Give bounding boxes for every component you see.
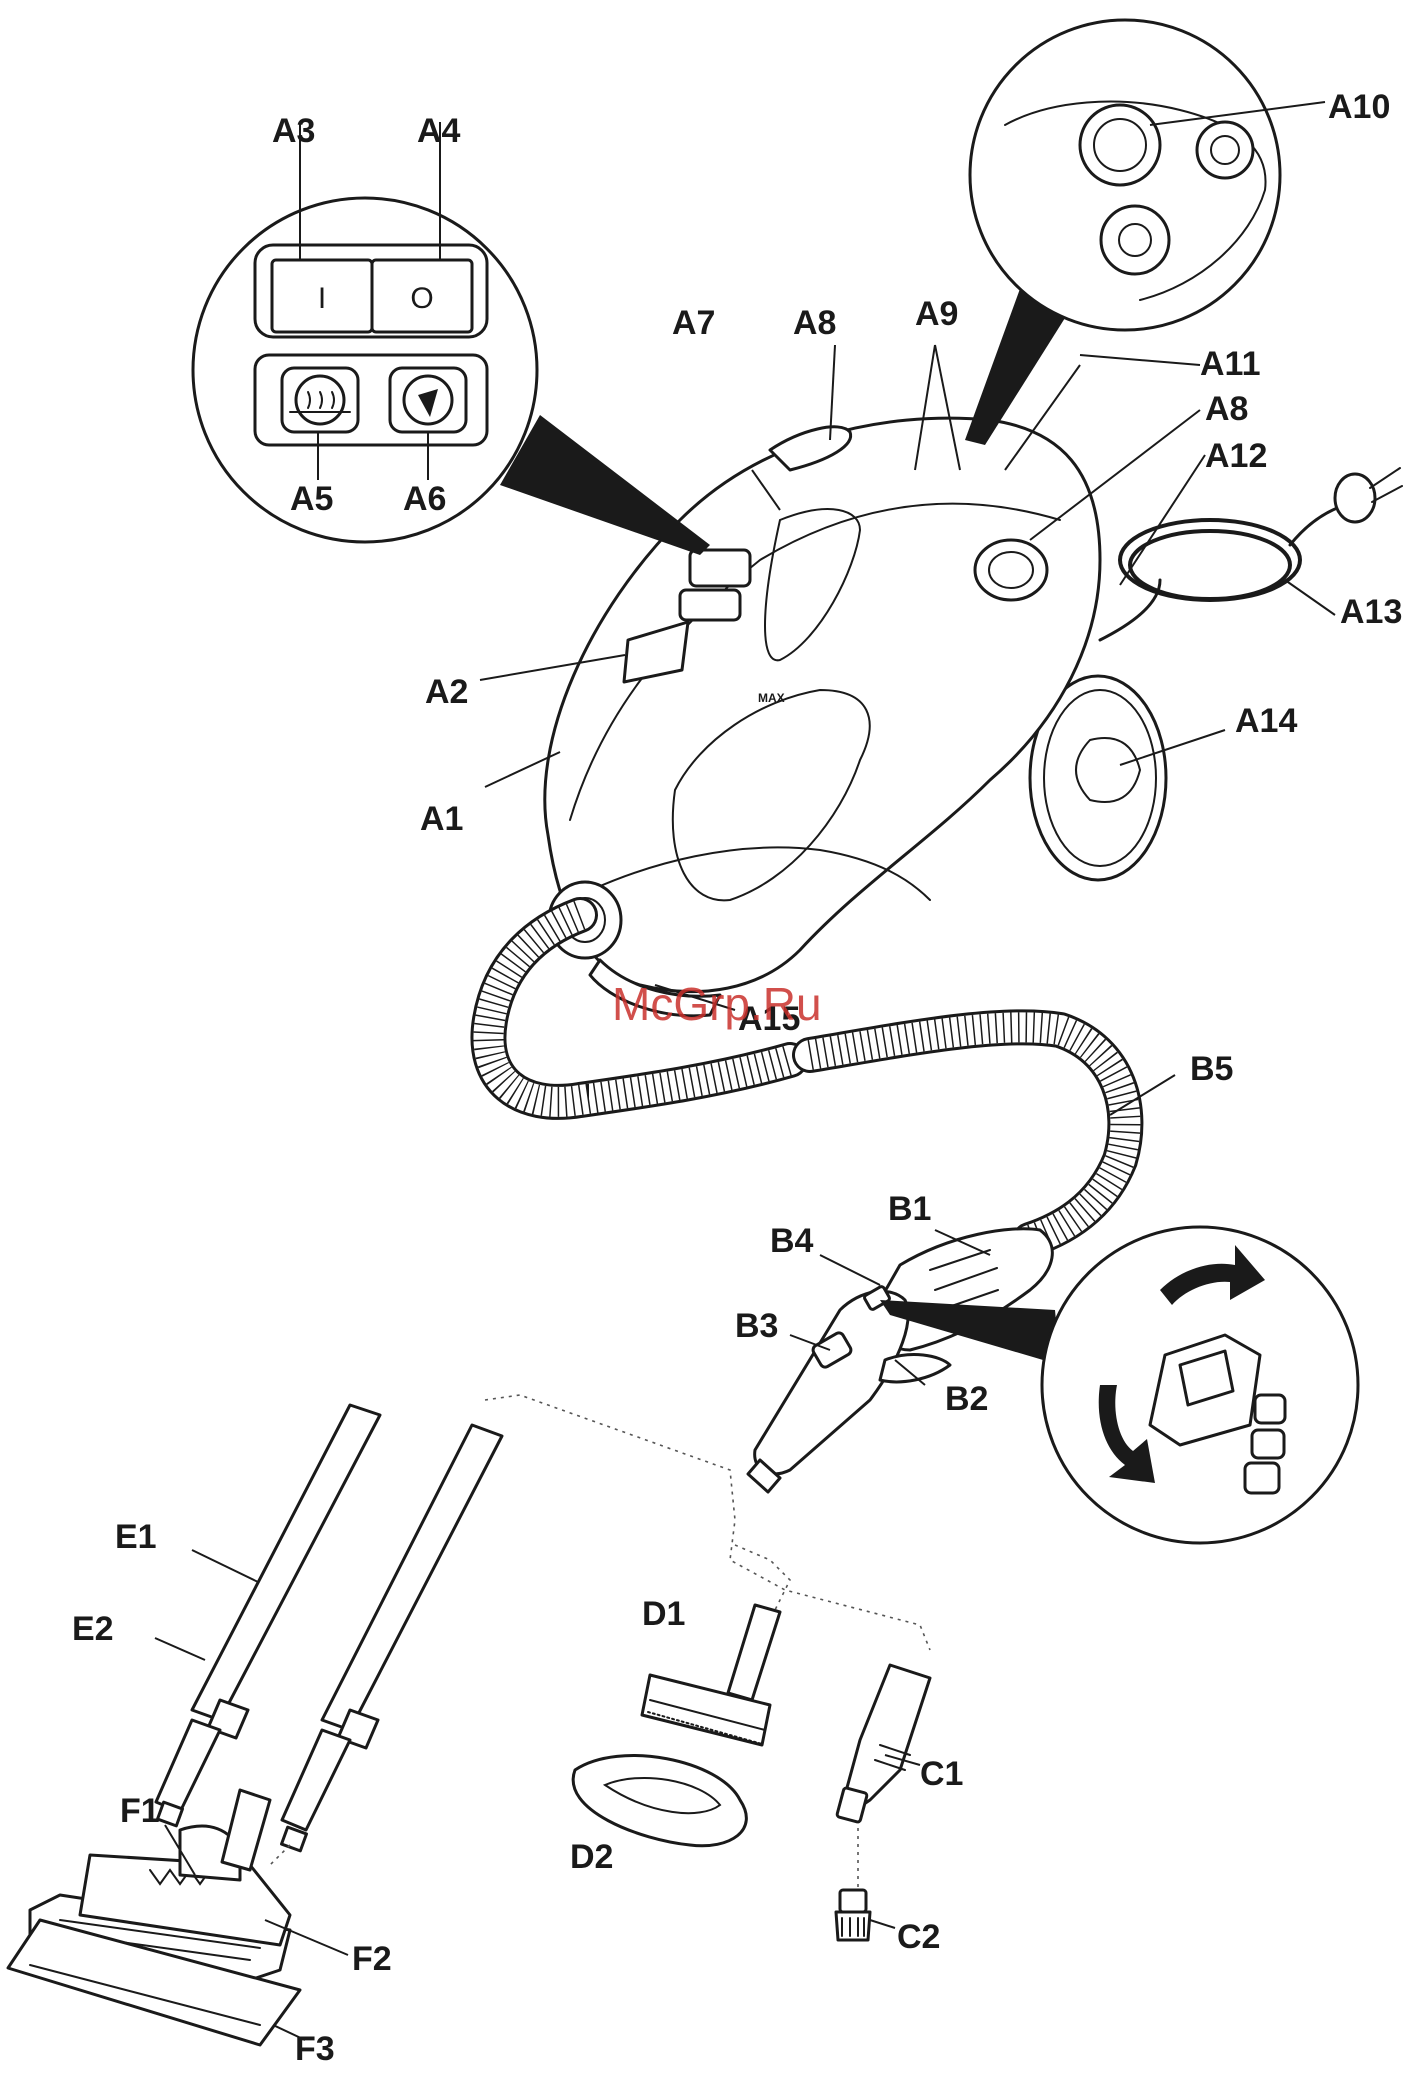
label-f1: F1 xyxy=(120,1792,160,1830)
extension-tube-1 xyxy=(156,1405,380,1826)
power-switch-icon: I O xyxy=(272,260,472,332)
label-a8-top: A8 xyxy=(793,304,836,342)
label-a3: A3 xyxy=(272,112,315,150)
label-f3: F3 xyxy=(295,2030,335,2068)
switch-off-symbol: O xyxy=(410,282,433,315)
label-d1: D1 xyxy=(642,1595,685,1633)
label-a12: A12 xyxy=(1205,437,1267,475)
label-a2: A2 xyxy=(425,673,468,711)
round-brush xyxy=(836,1890,870,1940)
heating-lamp-icon xyxy=(282,368,358,432)
label-b2: B2 xyxy=(945,1380,988,1418)
label-a5: A5 xyxy=(290,480,333,518)
max-mark: MAX xyxy=(758,691,785,705)
label-a14: A14 xyxy=(1235,702,1297,740)
plug-icon xyxy=(1335,468,1402,522)
brush-cloth xyxy=(573,1756,746,1846)
concentrator-nozzle xyxy=(837,1665,930,1823)
label-f2: F2 xyxy=(352,1940,392,1978)
label-c2: C2 xyxy=(897,1918,940,1956)
watermark: McGrp.Ru xyxy=(612,978,822,1030)
steam-hose xyxy=(488,915,1125,1240)
label-c1: C1 xyxy=(920,1755,963,1793)
label-a4: A4 xyxy=(417,112,461,150)
label-b1: B1 xyxy=(888,1190,931,1228)
zoom-tank-caps xyxy=(965,20,1325,445)
label-b4: B4 xyxy=(770,1222,814,1260)
label-a11: A11 xyxy=(1200,345,1261,383)
water-lamp-icon xyxy=(390,368,466,432)
label-a7: A7 xyxy=(672,304,715,342)
label-a9: A9 xyxy=(915,295,958,333)
label-a6: A6 xyxy=(403,480,446,518)
label-b5: B5 xyxy=(1190,1050,1233,1088)
steam-gun-handle xyxy=(748,1229,1052,1492)
label-d2: D2 xyxy=(570,1838,613,1876)
switch-on-symbol: I xyxy=(318,282,326,315)
label-a1: A1 xyxy=(420,800,463,838)
label-a13: A13 xyxy=(1340,593,1402,631)
label-e2: E2 xyxy=(72,1610,114,1648)
zoom-control-panel: I O xyxy=(193,122,710,555)
label-b3: B3 xyxy=(735,1307,778,1345)
label-e1: E1 xyxy=(115,1518,157,1556)
label-a10: A10 xyxy=(1328,88,1390,126)
label-a8-right: A8 xyxy=(1205,390,1248,428)
